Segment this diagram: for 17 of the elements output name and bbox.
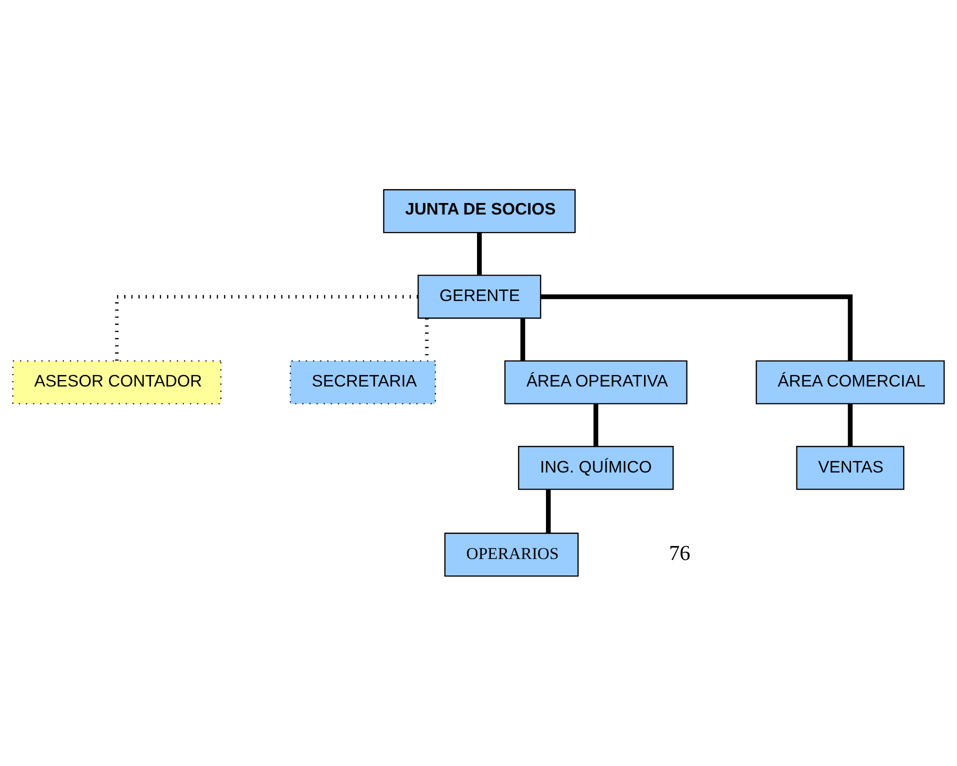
node-box: ASESOR CONTADOR (12, 360, 222, 404)
node-box: GERENTE (418, 274, 542, 318)
node-box: JUNTA DE SOCIOS (383, 188, 576, 233)
connector (477, 232, 482, 274)
connector (520, 318, 526, 360)
node-box: VENTAS (796, 445, 904, 490)
connector (115, 294, 418, 360)
node-box: ING. QUÍMICO (518, 445, 674, 490)
node-box: SECRETARIA (290, 360, 436, 404)
connector (540, 294, 853, 360)
connector (546, 488, 551, 533)
node-box: ÁREA OPERATIVA (504, 360, 688, 404)
connector (848, 403, 853, 446)
connector (594, 403, 598, 446)
node-box: OPERARIOS (444, 532, 579, 576)
label: 76 (668, 540, 690, 564)
node-box: ÁREA COMERCIAL (756, 360, 945, 404)
